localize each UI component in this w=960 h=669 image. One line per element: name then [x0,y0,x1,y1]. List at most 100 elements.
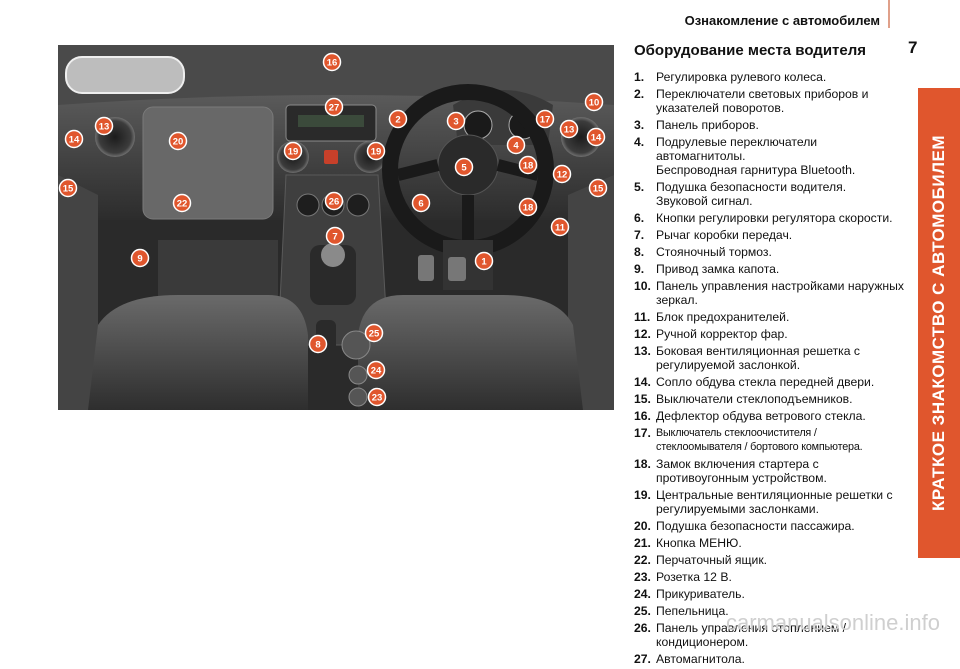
svg-text:5: 5 [461,162,467,173]
list-item: 21.Кнопка МЕНЮ. [634,536,742,550]
callout-badge[interactable]: 15 [588,178,608,198]
svg-text:18: 18 [523,202,534,213]
list-item: 12.Ручной корректор фар. [634,327,788,341]
callout-badge[interactable]: 8 [308,334,328,354]
chapter-side-tab[interactable]: КРАТКОЕ ЗНАКОМСТВО С АВТОМОБИЛЕМ [918,88,960,558]
callout-badges: 16 27 2 3 10 17 13 14 13 14 20 4 19 19 5… [58,52,608,407]
callout-badge[interactable]: 15 [58,178,78,198]
svg-text:13: 13 [564,124,575,135]
callout-badge[interactable]: 19 [366,141,386,161]
svg-text:16: 16 [327,57,338,68]
callout-badge[interactable]: 9 [130,248,150,268]
callout-badge[interactable]: 18 [518,155,538,175]
gear-lever-boot [310,245,356,305]
callout-badge[interactable]: 24 [366,360,386,380]
svg-text:19: 19 [288,146,299,157]
equipment-legend-list: 1.Регулировка рулевого колеса. 2.Переклю… [634,70,904,669]
callout-badge[interactable]: 5 [454,157,474,177]
list-item: 5.Подушка безопасности водителя.Звуковой… [634,180,847,208]
list-item: 11.Блок предохранителей. [634,310,790,324]
svg-text:7: 7 [332,231,337,242]
svg-text:14: 14 [591,132,602,143]
callout-badge[interactable]: 3 [446,111,466,131]
callout-badge[interactable]: 23 [367,387,387,407]
svg-text:22: 22 [177,198,188,209]
callout-badge[interactable]: 2 [388,109,408,129]
glovebox [142,106,274,220]
callout-badge[interactable]: 13 [559,119,579,139]
callout-badge[interactable]: 10 [584,92,604,112]
left-seat [88,295,308,410]
list-item: 20.Подушка безопасности пассажира. [634,519,855,533]
callout-badge[interactable]: 18 [518,197,538,217]
list-item: 1.Регулировка рулевого колеса. [634,70,827,84]
callout-badge[interactable]: 20 [168,131,188,151]
callout-badge[interactable]: 14 [586,127,606,147]
svg-text:23: 23 [372,392,383,403]
callout-badge[interactable]: 12 [552,164,572,184]
dashboard-illustration: 16 27 2 3 10 17 13 14 13 14 20 4 19 19 5… [58,45,614,410]
list-item: 4.Подрулевые переключатели автомагнитолы… [634,135,856,177]
callout-badge[interactable]: 6 [411,193,431,213]
svg-text:25: 25 [369,328,380,339]
list-item: 18.Замок включения стартера с противоуго… [634,457,827,485]
list-item: 16.Дефлектор обдува ветрового стекла. [634,409,866,423]
callout-badge[interactable]: 16 [322,52,342,72]
pedal-clutch [418,255,434,281]
svg-text:8: 8 [315,339,320,350]
callout-badge[interactable]: 27 [324,97,344,117]
list-item: 22.Перчаточный ящик. [634,553,768,567]
svg-text:24: 24 [371,365,382,376]
svg-text:2: 2 [395,114,400,125]
svg-text:6: 6 [418,198,423,209]
svg-text:14: 14 [69,134,80,145]
callout-badge[interactable]: 17 [535,109,555,129]
svg-text:17: 17 [540,114,551,125]
list-item: 9.Привод замка капота. [634,262,780,276]
list-item: 13.Боковая вентиляционная решетка с регу… [634,344,861,372]
list-item: 2.Переключатели световых приборов и указ… [634,87,869,115]
callout-badge[interactable]: 14 [64,129,84,149]
svg-text:9: 9 [137,253,142,264]
svg-text:11: 11 [555,222,566,233]
callout-badge[interactable]: 22 [172,193,192,213]
heater-knob-left [296,193,320,217]
callout-badge[interactable]: 26 [324,191,344,211]
section-title: Оборудование места водителя [634,42,867,59]
list-item: 17.Выключатель стеклоочистителя / стекло… [634,426,863,453]
svg-text:18: 18 [523,160,534,171]
callout-badge[interactable]: 11 [550,217,570,237]
callout-badge[interactable]: 1 [474,251,494,271]
list-item: 27.Автомагнитола. [634,652,745,666]
callout-badge[interactable]: 7 [325,226,345,246]
left-door-panel [58,175,98,410]
svg-text:1: 1 [481,256,487,267]
svg-text:26: 26 [329,196,340,207]
list-item: 15.Выключатели стеклоподъемников. [634,392,853,406]
callout-badge[interactable]: 25 [364,323,384,343]
dashboard-photo: 16 27 2 3 10 17 13 14 13 14 20 4 19 19 5… [58,45,614,410]
list-item: 23.Розетка 12 В. [634,570,732,584]
cigarette-lighter [348,365,368,385]
list-item: 10.Панель управления настройками наружны… [634,279,904,307]
power-socket [348,387,368,407]
callout-badge[interactable]: 13 [94,116,114,136]
heater-knob-right [346,193,370,217]
ashtray [341,330,371,360]
hazard-button [324,150,338,164]
right-seat [358,295,583,410]
svg-text:15: 15 [593,183,604,194]
svg-text:12: 12 [557,169,568,180]
right-door-panel [568,175,614,410]
list-item: 7.Рычаг коробки передач. [634,228,793,242]
gear-knob [321,243,345,267]
page-header-title: Ознакомление с автомобилем [684,13,880,28]
callout-badge[interactable]: 19 [283,141,303,161]
svg-text:27: 27 [329,102,340,113]
pedal-brake [448,257,466,281]
watermark: carmanualsonline.info [725,610,940,635]
svg-text:10: 10 [589,97,600,108]
svg-text:13: 13 [99,121,110,132]
callout-badge[interactable]: 4 [506,135,526,155]
svg-text:3: 3 [453,116,458,127]
